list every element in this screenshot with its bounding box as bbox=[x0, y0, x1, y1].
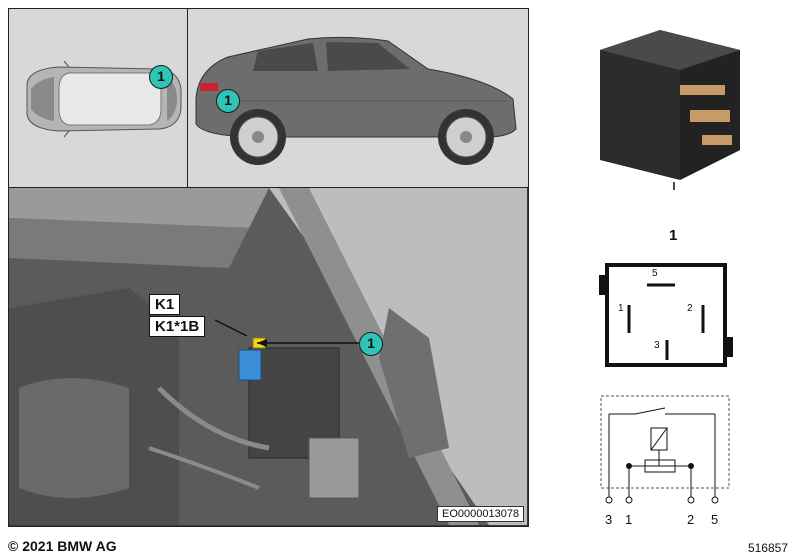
car-top-view-illustration bbox=[9, 9, 186, 186]
connector-label-k1: K1 bbox=[149, 294, 181, 315]
circuit-terminal-2: 2 bbox=[687, 512, 695, 527]
pin-3-label: 3 bbox=[654, 340, 660, 351]
relay-circuit-diagram bbox=[600, 395, 730, 504]
trunk-detail-panel: K1 K1*1B 1 EO0000013078 bbox=[8, 187, 529, 527]
relay-photo bbox=[600, 30, 740, 190]
callout-side-view: 1 bbox=[216, 89, 240, 113]
circuit-terminal-1: 1 bbox=[625, 512, 633, 527]
car-top-view-panel: 1 bbox=[8, 8, 188, 188]
callout-detail: 1 bbox=[359, 332, 383, 356]
pin-5-label: 5 bbox=[652, 268, 658, 279]
copyright-text: © 2021 BMW AG bbox=[8, 538, 117, 554]
image-id: 516857 bbox=[747, 541, 788, 555]
callout-top-view: 1 bbox=[149, 65, 173, 89]
car-side-view-panel: 1 bbox=[187, 8, 529, 188]
circuit-terminal-3: 3 bbox=[605, 512, 613, 527]
circuit-terminal-5: 5 bbox=[711, 512, 719, 527]
connector-label-k1-1b: K1*1B bbox=[149, 316, 206, 337]
trunk-detail-illustration bbox=[9, 188, 527, 525]
reference-code: EO0000013078 bbox=[437, 506, 525, 522]
car-side-view-illustration bbox=[188, 9, 527, 186]
relay-callout-number: 1 bbox=[669, 227, 678, 244]
pin-2-label: 2 bbox=[687, 303, 693, 314]
relay-pinout-diagram bbox=[599, 263, 733, 367]
pin-1-label: 1 bbox=[618, 303, 624, 314]
